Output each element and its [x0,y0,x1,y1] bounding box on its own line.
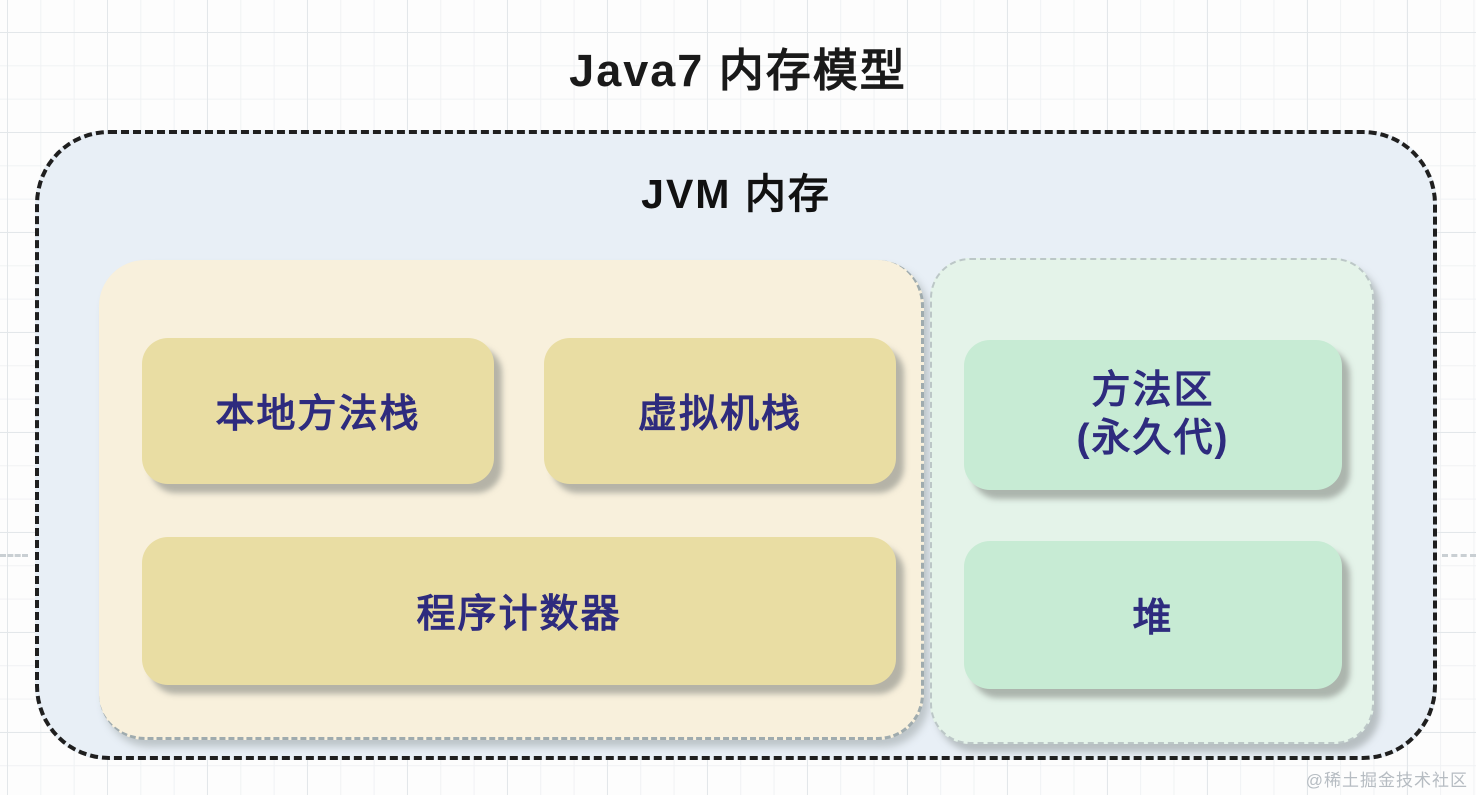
method-area-box: 方法区 (永久代) [964,340,1342,490]
page-title: Java7 内存模型 [569,45,907,96]
vm-stack-label: 虚拟机栈 [637,393,802,436]
guide-dash-right [1442,554,1476,557]
vm-stack-box: 虚拟机栈 [544,338,896,484]
native-method-stack-box: 本地方法栈 [142,338,494,484]
heap-box: 堆 [964,541,1342,689]
guide-dash-left [0,554,28,557]
thread-private-region: 本地方法栈 虚拟机栈 程序计数器 [99,260,924,740]
heap-label: 堆 [1132,597,1174,640]
pc-register-box: 程序计数器 [142,537,896,685]
method-area-label: 方法区 (永久代) [1076,369,1230,460]
native-method-stack-label: 本地方法栈 [215,393,421,436]
pc-register-label: 程序计数器 [416,593,622,636]
jvm-memory-label: JVM 内存 [641,171,831,217]
shared-memory-region: 方法区 (永久代) 堆 [930,258,1374,744]
watermark: @稀土掘金技术社区 [1305,771,1468,790]
jvm-memory-container: JVM 内存 本地方法栈 虚拟机栈 程序计数器 方法区 (永久代) 堆 [35,130,1437,760]
